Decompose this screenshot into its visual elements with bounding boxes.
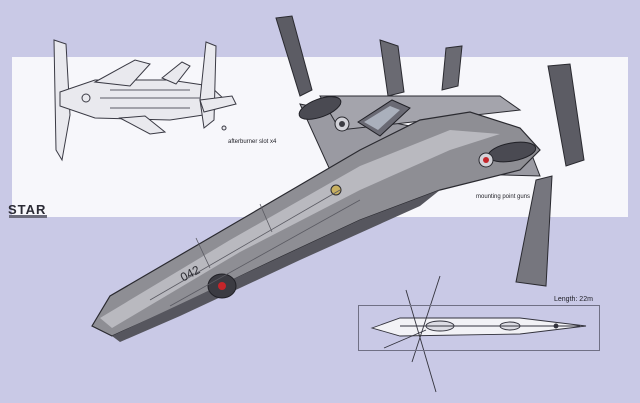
inset-frame <box>358 305 600 351</box>
inset-side-view <box>370 275 587 393</box>
mounting-annotation: mounting point guns <box>476 194 531 200</box>
logo-underline <box>9 215 47 218</box>
afterburner-annotation: afterburner slot x4 <box>228 139 277 145</box>
sketch-top-view <box>53 39 237 162</box>
main-spaceship <box>91 15 585 342</box>
logo-text: STAR <box>8 202 47 217</box>
length-annotation: Length: 22m <box>554 296 593 303</box>
